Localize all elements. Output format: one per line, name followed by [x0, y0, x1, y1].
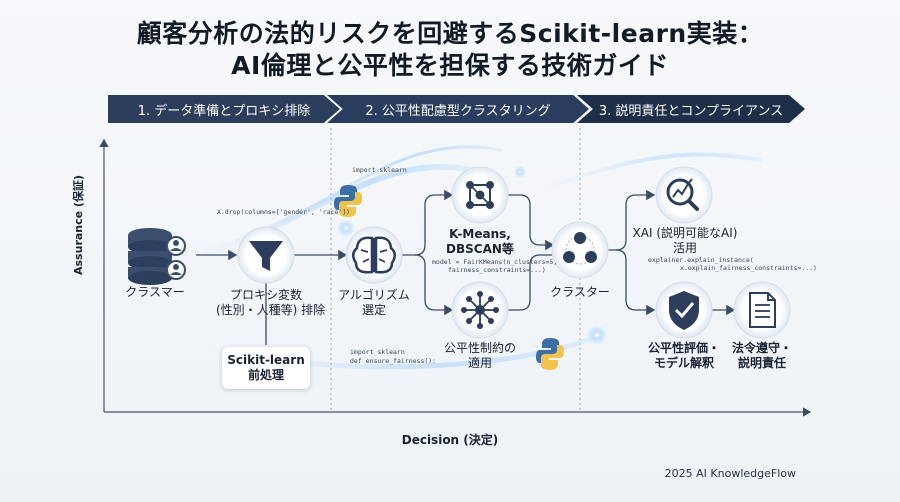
document-icon — [733, 281, 791, 339]
hub-icon — [451, 281, 509, 339]
connectors — [196, 189, 736, 345]
proxy-label-line-2: (性別・人種等) 排除 — [216, 303, 326, 317]
algorithm-label-line-2: 選定 — [361, 303, 386, 317]
code-ensure: def ensure_fairness(): — [350, 357, 437, 365]
proxy-label: プロキシ変数 (性別・人種等) 排除 — [216, 288, 326, 318]
preprocess-line-1: Scikit-learn — [227, 353, 305, 367]
customer-label: クラスマー — [125, 285, 185, 299]
evaluation-label-line-1: 公平性評価・ — [647, 341, 720, 355]
cluster-icon — [551, 221, 609, 279]
xai-label-line-2: 活用 — [672, 241, 697, 255]
python-logo-icon — [334, 185, 362, 217]
spark-glow — [337, 219, 355, 237]
phase-3-banner: 3. 説明責任とコンプライアンス — [577, 95, 805, 123]
proxy-label-line-1: プロキシ変数 — [229, 288, 302, 302]
algorithm-label-line-1: アルゴリズム — [338, 288, 410, 302]
spark-glow — [587, 325, 607, 345]
algorithm-label: アルゴリズム 選定 — [334, 288, 414, 318]
preprocess-line-2: 前処理 — [247, 368, 284, 382]
brain-icon — [345, 226, 403, 284]
cluster-label: クラスター — [550, 285, 610, 299]
title-line-2: AI倫理と公平性を担保する技術ガイド — [231, 51, 669, 80]
spark-glow — [514, 166, 526, 178]
xai-label-line-1: XAI (説明可能なAI) — [632, 226, 738, 240]
kmeans-label: K-Means, DBSCAN等 — [435, 227, 525, 257]
y-axis-label: Assurance (保証) — [72, 175, 85, 275]
filter-icon — [237, 226, 295, 284]
phase-1-banner: 1. データ準備とプロキシ排除 — [108, 95, 340, 123]
code-drop: X.drop(columns=['gender', 'race']) — [217, 208, 351, 216]
code-explain-1: explainer.explain_instance( — [648, 256, 754, 264]
xai-label: XAI (説明可能なAI) 活用 — [630, 226, 740, 256]
code-model-2: fairness_constraints=...) — [448, 266, 546, 274]
phase-2-banner: 2. 公平性配慮型クラスタリング — [327, 95, 589, 123]
fairness-label-line-1: 公平性制約の — [443, 341, 516, 355]
kmeans-label-line-2: DBSCAN等 — [446, 242, 514, 256]
title-line-1: 顧客分析の法的リスクを回避するScikit-learn実装： — [136, 19, 764, 48]
evaluation-label: 公平性評価・ モデル解釈 — [644, 341, 724, 371]
kmeans-label-line-1: K-Means, — [449, 227, 511, 241]
legal-label-line-2: 説明責任 — [737, 356, 786, 370]
legal-label-line-1: 法令遵守・ — [731, 341, 792, 355]
python-logo-icon — [536, 338, 564, 370]
code-import-2: import sklearn — [350, 348, 405, 356]
x-axis-label: Decision (決定) — [401, 433, 499, 447]
network-icon — [451, 166, 509, 224]
legal-label: 法令遵守・ 説明責任 — [727, 341, 797, 371]
code-explain-2: x.explain_fairness_constraints=...) — [680, 264, 817, 272]
evaluation-label-line-2: モデル解釈 — [653, 356, 714, 370]
database-icon — [128, 228, 186, 285]
code-import-1: import sklearn — [352, 166, 407, 174]
code-model-1: model = FairKMeans(n_clusters=5, — [432, 258, 558, 266]
fairness-label: 公平性制約の 適用 — [435, 341, 525, 371]
fairness-label-line-2: 適用 — [467, 356, 492, 370]
shield-check-icon — [655, 281, 713, 339]
footer-credit: 2025 AI KnowledgeFlow — [664, 467, 796, 480]
scikit-learn-preprocess-box: Scikit-learn 前処理 — [222, 347, 310, 389]
magnifier-chart-icon — [655, 166, 713, 224]
axes — [99, 138, 812, 417]
